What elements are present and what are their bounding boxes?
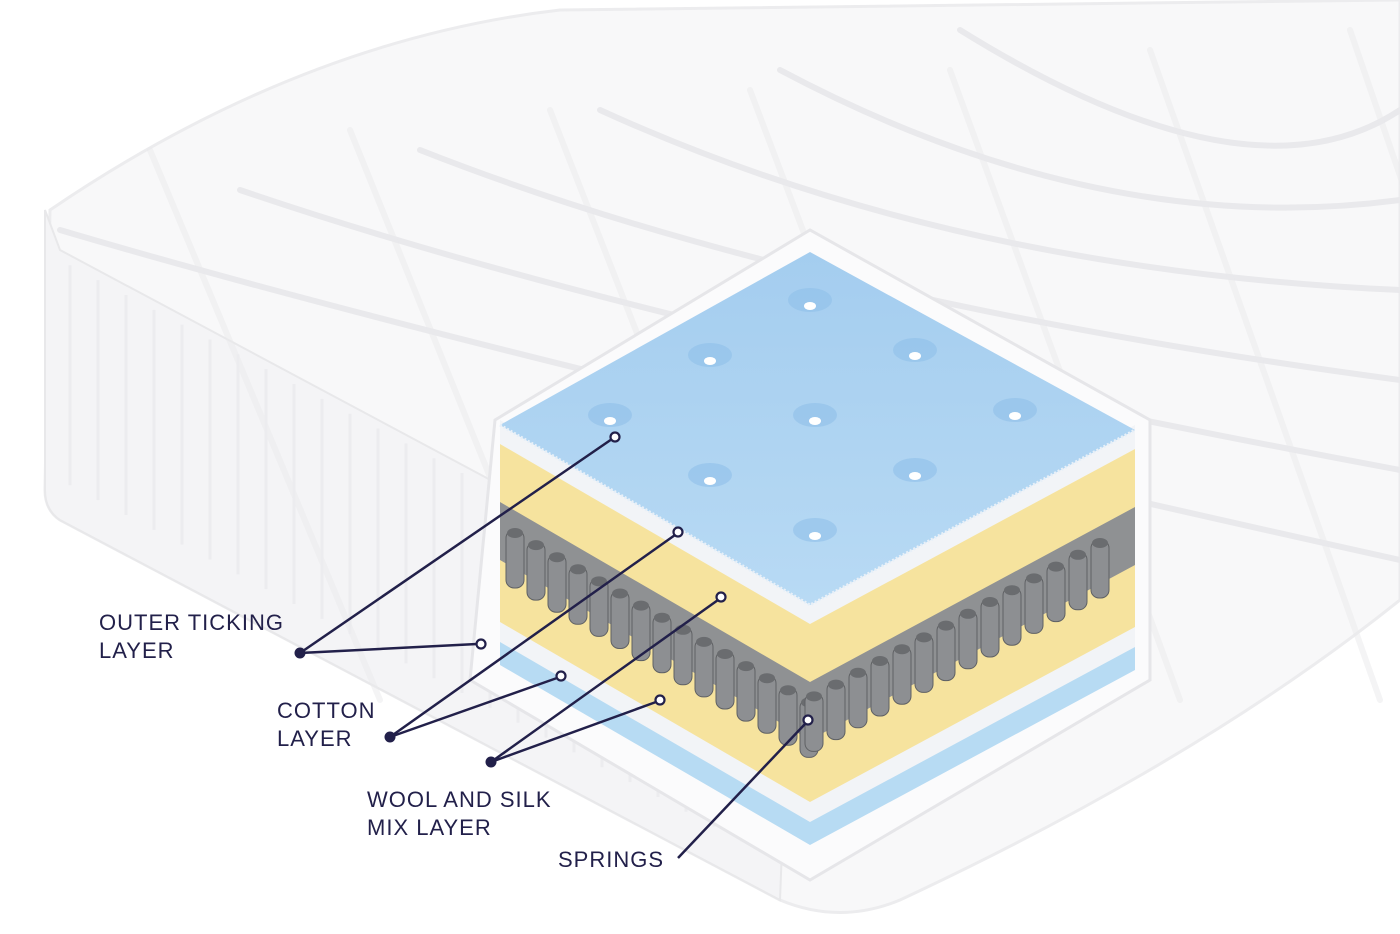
quilt-seam: [1347, 27, 1400, 185]
tuft-button: [909, 472, 921, 480]
spring-top: [570, 564, 586, 575]
spring-coil: [589, 577, 609, 637]
spring-top: [780, 685, 796, 696]
label-outer-ticking-layer: OUTER TICKING LAYER: [99, 609, 284, 665]
spring-top: [759, 673, 775, 684]
tuft-dimple: [688, 343, 732, 367]
label-cotton-layer: COTTON LAYER: [277, 697, 375, 753]
spring-top: [1070, 549, 1086, 560]
tuft-dimple: [588, 403, 632, 427]
spring-top: [612, 588, 628, 599]
spring-coil: [826, 681, 846, 741]
quilt-seam: [1147, 47, 1383, 703]
tuft-dimple: [788, 288, 832, 312]
tuft-dimple: [993, 398, 1037, 422]
label-line: OUTER TICKING: [99, 610, 284, 635]
spring-coil: [1046, 563, 1066, 623]
spring-coil: [673, 626, 693, 686]
label-line: SPRINGS: [558, 847, 665, 872]
spring-coil: [715, 650, 735, 710]
spring-top: [654, 612, 670, 623]
tuft-button: [804, 302, 816, 310]
spring-top: [549, 552, 565, 563]
leader-line-outer-bottom: [299, 642, 478, 655]
spring-top: [633, 600, 649, 611]
spring-top: [1004, 585, 1020, 596]
spring-coil: [1068, 551, 1088, 611]
quilt-seam: [597, 107, 1400, 293]
spring-coil: [610, 590, 630, 649]
tuft-button: [809, 417, 821, 425]
spring-top: [1026, 573, 1042, 584]
spring-coil: [980, 598, 1000, 658]
quilt-seam: [957, 27, 1400, 149]
spring-top: [938, 620, 954, 631]
leader-line-outer-top: [299, 437, 613, 655]
spring-top: [828, 679, 844, 690]
spring-top: [1092, 538, 1108, 548]
label-line: LAYER: [99, 638, 175, 663]
spring-top: [872, 656, 888, 666]
spring-coil: [547, 553, 567, 613]
label-wool-silk-layer: WOOL AND SILK MIX LAYER: [367, 786, 552, 842]
spring-top: [960, 608, 976, 619]
tuft-dimple: [893, 458, 937, 482]
spring-coil: [848, 669, 868, 729]
tuft-button: [604, 417, 616, 425]
springs-layer: [505, 528, 1110, 758]
label-line: MIX LAYER: [367, 815, 492, 840]
spring-coil: [1002, 586, 1022, 646]
spring-coil: [914, 633, 934, 693]
leader-lines: [299, 437, 806, 859]
spring-coil: [1090, 539, 1110, 599]
spring-top: [894, 644, 910, 655]
tuft-button: [704, 477, 716, 485]
tuft-button: [1009, 412, 1021, 420]
tuft-button: [809, 532, 821, 540]
spring-top: [696, 636, 712, 647]
spring-coil: [505, 529, 525, 589]
tuft-button: [909, 352, 921, 360]
label-line: COTTON: [277, 698, 376, 723]
leader-line-wool-bottom: [490, 700, 657, 764]
spring-top: [717, 649, 733, 659]
top-foam-layer: [499, 252, 1136, 607]
spring-coil: [736, 662, 756, 722]
leader-line-wool-top: [490, 598, 719, 764]
spring-top: [850, 667, 866, 678]
spring-top: [982, 597, 998, 607]
spring-top: [591, 576, 607, 587]
upper-cotton-layer: [500, 442, 1135, 682]
spring-coil: [526, 541, 546, 601]
spring-coil: [757, 674, 777, 734]
spring-top: [1048, 561, 1064, 572]
spring-coil: [958, 610, 978, 670]
leader-line-cotton-bottom: [389, 676, 558, 739]
tuft-dimple: [893, 338, 937, 362]
label-springs: SPRINGS: [558, 846, 664, 874]
spring-coil: [870, 657, 890, 717]
spring-coil: [694, 638, 714, 698]
tuft-dimple: [793, 403, 837, 427]
quilt-seam: [777, 67, 1400, 211]
label-line: LAYER: [277, 726, 353, 751]
tuft-dimple: [688, 463, 732, 487]
spring-coil: [936, 622, 956, 682]
leader-line-springs: [677, 723, 806, 859]
spring-top: [916, 632, 932, 643]
spring-top: [528, 540, 544, 551]
leader-line-cotton-top: [389, 533, 676, 739]
tuft-button: [704, 357, 716, 365]
leader-dots: [294, 647, 497, 768]
spring-coil: [568, 565, 588, 625]
spring-coil: [892, 645, 912, 705]
spring-coil: [1024, 574, 1044, 634]
spring-top: [738, 661, 754, 672]
label-line: WOOL AND SILK: [367, 787, 552, 812]
tuft-dimple: [793, 518, 837, 542]
spring-top: [806, 691, 822, 702]
spring-top: [507, 528, 523, 538]
leader-endpoints: [475, 431, 814, 726]
